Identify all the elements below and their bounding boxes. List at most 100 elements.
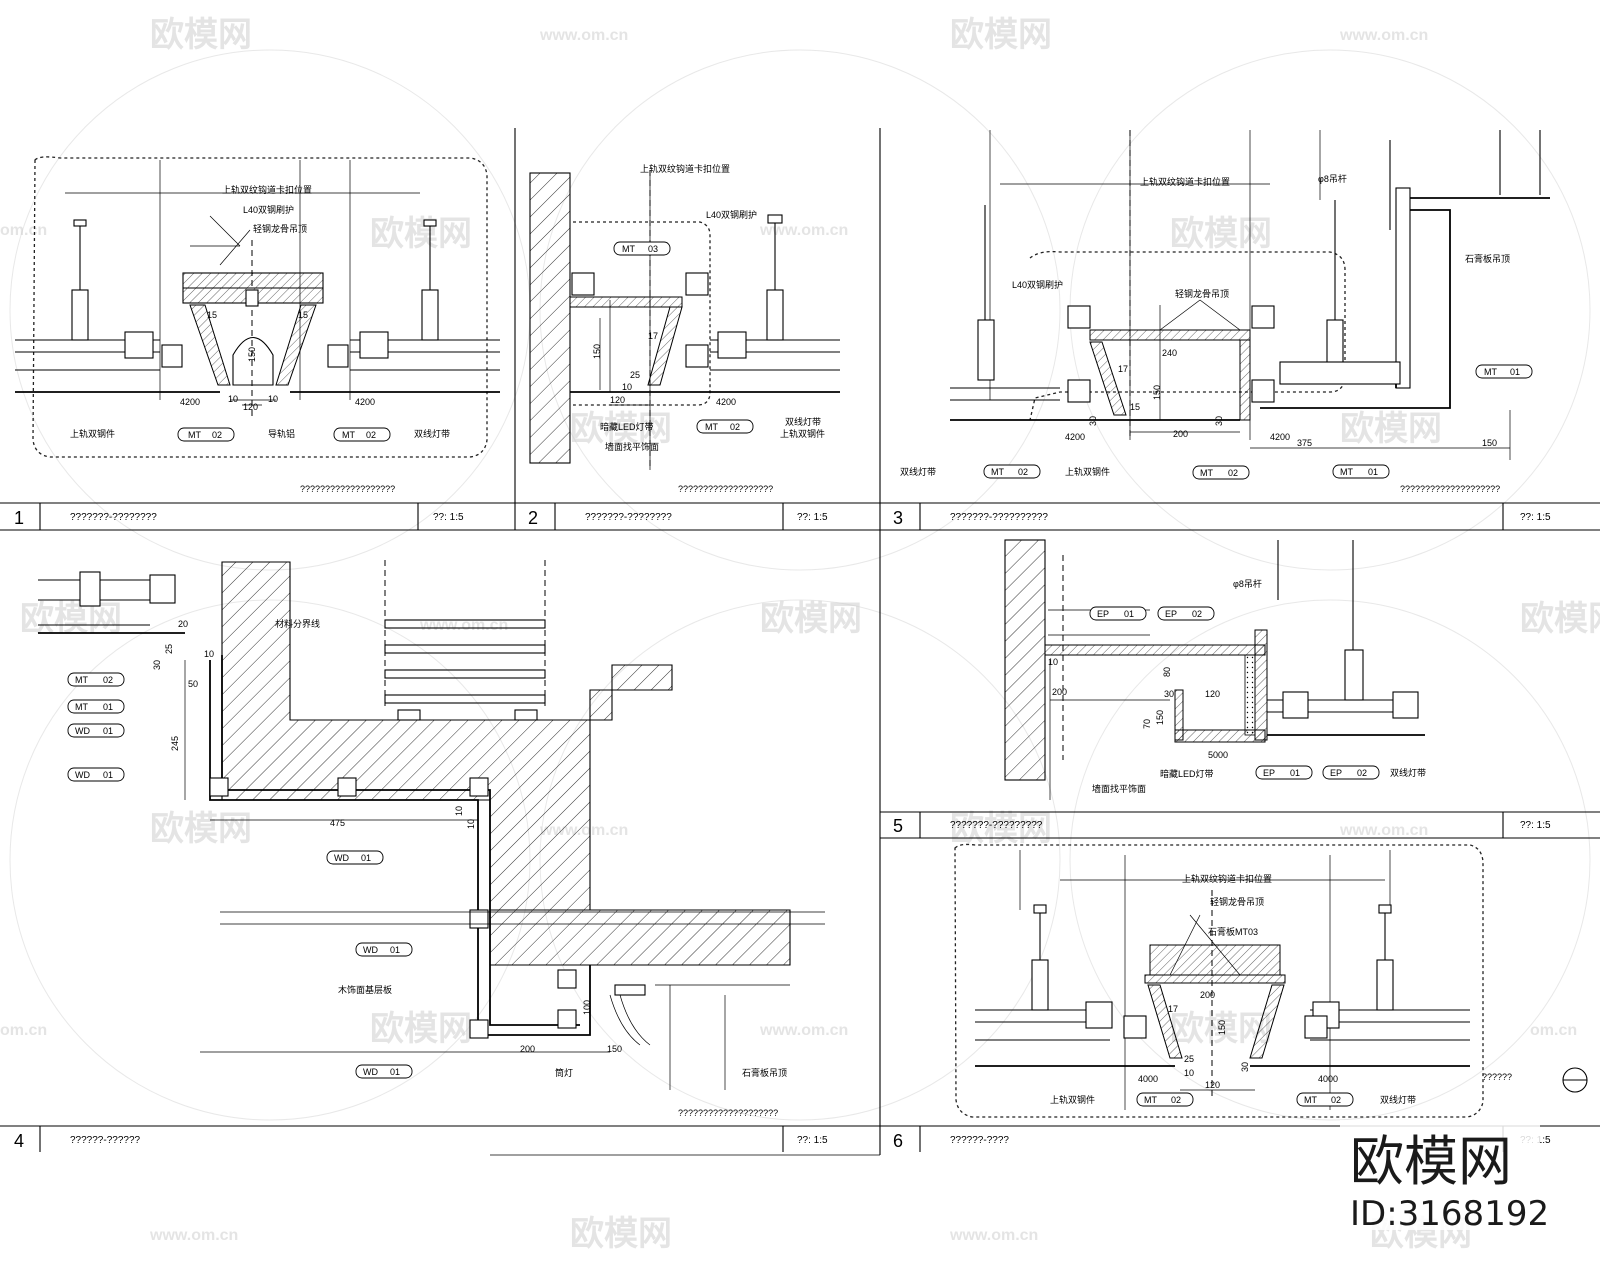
svg-text:上轨双纹钩道卡扣位置: 上轨双纹钩道卡扣位置: [640, 163, 730, 174]
svg-text:暗藏LED灯带: 暗藏LED灯带: [1160, 768, 1214, 779]
panel-title: ???????-??????????: [950, 512, 1048, 523]
svg-text:10: 10: [1048, 657, 1058, 667]
brand-stamp: 欧模网 ID:3168192: [1340, 1120, 1549, 1234]
svg-text:02: 02: [1331, 1095, 1341, 1105]
svg-text:100: 100: [582, 1000, 592, 1015]
svg-text:MT: MT: [622, 244, 635, 254]
panel-title: ??????-??????: [70, 1135, 141, 1146]
svg-text:双线灯带: 双线灯带: [785, 416, 821, 427]
svg-text:MT: MT: [1484, 367, 1497, 377]
svg-text:245: 245: [170, 736, 180, 751]
svg-text:15: 15: [298, 310, 308, 320]
watermark-url: www.om.cn: [949, 1227, 1038, 1244]
svg-text:石膏板MT03: 石膏板MT03: [1208, 926, 1258, 937]
panel-2-drawing: [529, 170, 840, 470]
svg-text:10: 10: [622, 382, 632, 392]
svg-text:150: 150: [607, 1044, 622, 1054]
svg-text:10: 10: [454, 806, 464, 816]
svg-text:WD: WD: [334, 853, 349, 863]
panel-5-drawing: [1004, 539, 1425, 800]
panel-subcaption: ??????: [1482, 1072, 1512, 1082]
svg-text:02: 02: [1357, 768, 1367, 778]
watermark-url: www.om.cn: [759, 1022, 848, 1039]
panel-3-drawing: [950, 130, 1550, 460]
svg-text:上轨双纹钩道卡扣位置: 上轨双纹钩道卡扣位置: [1140, 176, 1230, 187]
svg-text:上轨双钢件: 上轨双钢件: [780, 428, 825, 439]
svg-text:120: 120: [1205, 689, 1220, 699]
svg-text:10: 10: [228, 394, 238, 404]
watermark-brand: 欧模网: [370, 215, 472, 253]
svg-text:02: 02: [103, 675, 113, 685]
svg-text:WD: WD: [363, 945, 378, 955]
svg-text:15: 15: [1130, 402, 1140, 412]
watermark-layer: 欧模网 www.om.cn 欧模网 www.om.cn 欧模网 www.om.c…: [0, 16, 1600, 1253]
panel-2-labels: 上轨双纹钩道卡扣位置 L40双钢刷护 MT 03 MT 02 150 120 1…: [592, 163, 825, 452]
watermark-url: www.om.cn: [149, 1227, 238, 1244]
svg-text:02: 02: [1228, 468, 1238, 478]
panel-title: ???????-????????: [585, 512, 672, 523]
svg-text:MT: MT: [705, 422, 718, 432]
svg-text:200: 200: [520, 1044, 535, 1054]
brand-id: ID:3168192: [1350, 1194, 1549, 1234]
watermark-brand: 欧模网: [760, 600, 862, 638]
svg-text:MT: MT: [991, 467, 1004, 477]
svg-text:4200: 4200: [180, 397, 200, 407]
watermark-url: www.om.cn: [1339, 27, 1428, 44]
svg-text:MT: MT: [188, 430, 201, 440]
svg-text:EP: EP: [1165, 609, 1177, 619]
panel-3-labels: 上轨双纹钩道卡扣位置 φ8吊杆 L40双钢刷护 轻钢龙骨吊顶 MT 01 MT …: [900, 173, 1533, 480]
svg-text:25: 25: [1184, 1054, 1194, 1064]
svg-text:EP: EP: [1263, 768, 1275, 778]
panel-subcaption: ???????????????????: [678, 484, 773, 494]
svg-text:轻钢龙骨吊顶: 轻钢龙骨吊顶: [1210, 896, 1264, 907]
svg-text:30: 30: [1088, 416, 1098, 426]
svg-text:WD: WD: [75, 726, 90, 736]
watermark-brand: 欧模网: [950, 16, 1052, 54]
svg-text:WD: WD: [75, 770, 90, 780]
svg-text:EP: EP: [1097, 609, 1109, 619]
watermark-brand: 欧模网: [370, 1010, 472, 1048]
panel-number: 4: [14, 1131, 24, 1151]
panel-subcaption: ????????????????????: [678, 1108, 778, 1118]
panel-1-titlebar: 1 ???????-???????? ??: 1:5 ?????????????…: [14, 484, 464, 528]
svg-text:φ8吊杆: φ8吊杆: [1233, 578, 1262, 589]
svg-text:筒灯: 筒灯: [555, 1067, 573, 1078]
svg-text:4000: 4000: [1318, 1074, 1338, 1084]
watermark-brand: 欧模网: [150, 16, 252, 54]
svg-text:木饰面基层板: 木饰面基层板: [338, 984, 392, 995]
svg-text:5000: 5000: [1208, 750, 1228, 760]
svg-text:02: 02: [212, 430, 222, 440]
svg-text:L40双钢刷护: L40双钢刷护: [1012, 279, 1063, 290]
svg-text:240: 240: [1162, 348, 1177, 358]
svg-text:MT: MT: [75, 702, 88, 712]
watermark-brand: 欧模网: [150, 810, 252, 848]
panel-3-titlebar: 3 ???????-?????????? ??: 1:5 ???????????…: [893, 484, 1551, 528]
svg-text:02: 02: [1018, 467, 1028, 477]
svg-text:25: 25: [630, 370, 640, 380]
panel-4-drawing: [38, 560, 825, 1090]
svg-text:02: 02: [1171, 1095, 1181, 1105]
svg-text:L40双钢刷护: L40双钢刷护: [706, 209, 757, 220]
panel-1-drawing: [15, 156, 500, 458]
panel-number: 5: [893, 816, 903, 836]
svg-text:4000: 4000: [1138, 1074, 1158, 1084]
svg-text:50: 50: [188, 679, 198, 689]
svg-text:150: 150: [592, 344, 602, 359]
svg-text:120: 120: [610, 395, 625, 405]
panel-number: 2: [528, 508, 538, 528]
panel-title: ??????-????: [950, 1135, 1009, 1146]
svg-text:MT: MT: [1304, 1095, 1317, 1105]
panel-number: 3: [893, 508, 903, 528]
watermark-url: www.om.cn: [419, 617, 508, 634]
panel-number: 6: [893, 1131, 903, 1151]
svg-text:MT: MT: [1340, 467, 1353, 477]
panel-6-drawing: [954, 843, 1484, 1118]
svg-text:轻钢龙骨吊顶: 轻钢龙骨吊顶: [1175, 288, 1229, 299]
svg-text:30: 30: [1214, 416, 1224, 426]
watermark-brand: 欧模网: [1340, 410, 1442, 448]
svg-text:01: 01: [103, 770, 113, 780]
svg-text:L40双钢刷护: L40双钢刷护: [243, 204, 294, 215]
panel-title: ???????-????????: [70, 512, 157, 523]
svg-text:EP: EP: [1330, 768, 1342, 778]
